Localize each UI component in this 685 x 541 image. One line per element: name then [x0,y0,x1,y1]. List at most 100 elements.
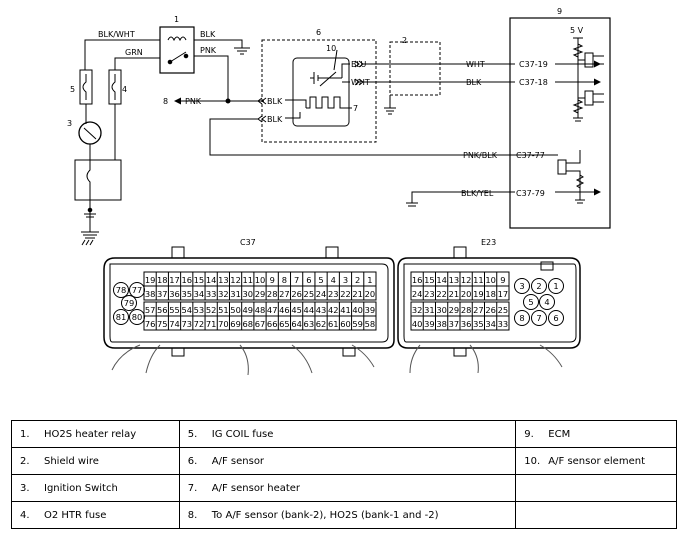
c37-pin: 19 [145,275,156,285]
c37-pin: 63 [304,319,315,329]
e23-pin: 27 [473,305,484,315]
legend-text: A/F sensor heater [211,482,301,494]
e23-pin: 22 [436,289,447,299]
c37-pin: 44 [304,305,315,315]
c37-pin: 7 [294,275,299,285]
c37-pin: 35 [181,289,192,299]
legend-cell [515,501,677,529]
legend-cell: 7.A/F sensor heater [178,474,517,502]
pin-cavity [113,309,129,325]
wire-blk-upper: BLK [267,97,283,106]
c37-round-pin: 77 [132,285,143,295]
legend-cell: 3.Ignition Switch [11,474,180,502]
e23-round-pin: 7 [536,313,541,323]
c37-pin: 2 [355,275,360,285]
ig-coil-fuse [79,69,93,105]
legend-number: 1. [20,428,30,440]
c37-pin: 76 [145,319,156,329]
c37-round-pin: 78 [116,285,127,295]
pin-cavity [514,278,530,294]
c37-pin: 12 [230,275,241,285]
o2-htr-fuse [108,69,122,105]
c37-pin: 52 [206,305,217,315]
c37-pin: 55 [169,305,180,315]
e23-pin: 9 [500,275,505,285]
c37-pin: 30 [243,289,254,299]
e23-round-pin: 8 [519,313,524,323]
e23-pin: 17 [498,289,509,299]
callout-8: 8 [163,97,168,106]
pin-cavity [548,278,564,294]
wire-blk-relay: BLK [200,30,216,39]
c37-round-pin: 81 [116,312,127,322]
c37-pin: 27 [279,289,290,299]
c37-pin: 13 [218,275,229,285]
c37-pin: 17 [169,275,180,285]
e23-pin: 37 [449,319,460,329]
c37-pin: 65 [279,319,290,329]
e23-pin: 13 [449,275,460,285]
e23-pin: 40 [412,319,423,329]
c37-pin: 69 [230,319,241,329]
c37-pin: 70 [218,319,229,329]
c37-pin: 28 [267,289,278,299]
c37-pin: 73 [181,319,192,329]
legend-number: 2. [20,455,30,467]
e23-pin: 20 [461,289,472,299]
c37-pin: 18 [157,275,168,285]
c37-pin: 68 [243,319,254,329]
legend-cell: 1. HO2S heater relay [11,420,180,448]
e23-pin: 14 [436,275,447,285]
c37-pin: 32 [218,289,229,299]
legend-cell: 8.To A/F sensor (bank-2), HO2S (bank-1 a… [178,501,517,529]
wire-pnk-relay: PNK [200,46,217,55]
wire-wht-sensor: WHT [351,78,370,87]
wire-blk-lower: BLK [267,115,283,124]
c37-pin: 39 [365,305,376,315]
e23-pin: 18 [485,289,496,299]
legend-number: 8. [187,509,198,521]
wire-wht-ecm: WHT [466,60,485,69]
wire-blk-yel: BLK/YEL [461,189,494,198]
c37-pin: 64 [291,319,302,329]
c37-pin: 46 [279,305,290,315]
callout-3: 3 [67,119,72,128]
af-sensor-box [261,39,377,143]
e23-pin: 11 [473,275,484,285]
e23-pin: 29 [449,305,460,315]
c37-pin: 72 [194,319,205,329]
c37-pin: 43 [316,305,327,315]
e23-pin: 23 [424,289,435,299]
c37-pin: 54 [181,305,192,315]
c37-pin: 14 [206,275,217,285]
e23-pin: 30 [436,305,447,315]
legend-text: HO2S heater relay [44,428,137,440]
c37-pin: 21 [352,289,363,299]
c37-pin: 36 [169,289,180,299]
c37-pin: 67 [255,319,266,329]
legend-cell: 6.A/F sensor [178,447,517,475]
pin-cavity [523,294,539,310]
af-sensor-heater [306,96,352,109]
callout-2: 2 [402,36,407,45]
c37-pin: 24 [316,289,327,299]
c37-pin: 75 [157,319,168,329]
e23-pin: 38 [436,319,447,329]
e23-round-pin: 2 [536,281,541,291]
pin-cavity [531,278,547,294]
terminal-c37-77: C37-77 [516,151,545,160]
e23-pin: 32 [412,305,423,315]
legend-text: IG COIL fuse [211,428,274,440]
c37-pin: 53 [194,305,205,315]
c37-pin: 58 [365,319,376,329]
shield-wire-box [389,41,441,96]
callout-6: 6 [316,28,321,37]
legend-cell: 2.Shield wire [11,447,180,475]
c37-pin: 10 [255,275,266,285]
wire-blu: BLU [351,60,367,69]
c37-pin: 74 [169,319,180,329]
